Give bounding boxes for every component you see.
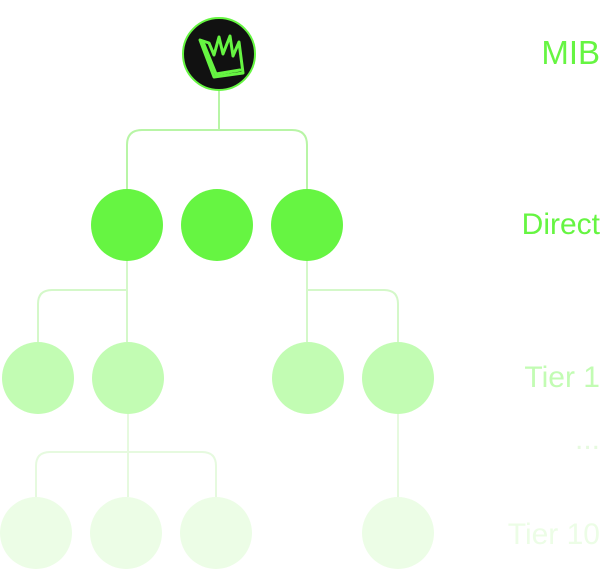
- tier1-node[interactable]: [362, 342, 434, 414]
- direct-node[interactable]: [91, 189, 163, 261]
- crown-icon: [198, 34, 245, 79]
- direct-node[interactable]: [271, 189, 343, 261]
- tier10-node[interactable]: [362, 497, 434, 569]
- tier1-node[interactable]: [92, 342, 164, 414]
- label-ellipsis: ...: [574, 423, 600, 456]
- label-root: MIB: [541, 34, 600, 71]
- connector-direct-tier1-right: [306, 261, 399, 342]
- connector-direct-tier1-left: [37, 261, 128, 342]
- tier10-node[interactable]: [90, 497, 162, 569]
- root-node[interactable]: [182, 17, 256, 91]
- tier1-node[interactable]: [2, 342, 74, 414]
- tier10-node[interactable]: [180, 497, 252, 569]
- label-tier10: Tier 10: [507, 518, 600, 551]
- tier10-node[interactable]: [0, 497, 72, 569]
- label-direct: Direct: [521, 208, 600, 241]
- connector-root-direct: [126, 90, 308, 189]
- direct-node[interactable]: [181, 189, 253, 261]
- tier1-node[interactable]: [272, 342, 344, 414]
- connector-tier1-tier10-left: [35, 414, 217, 497]
- label-tier1: Tier 1: [524, 361, 600, 394]
